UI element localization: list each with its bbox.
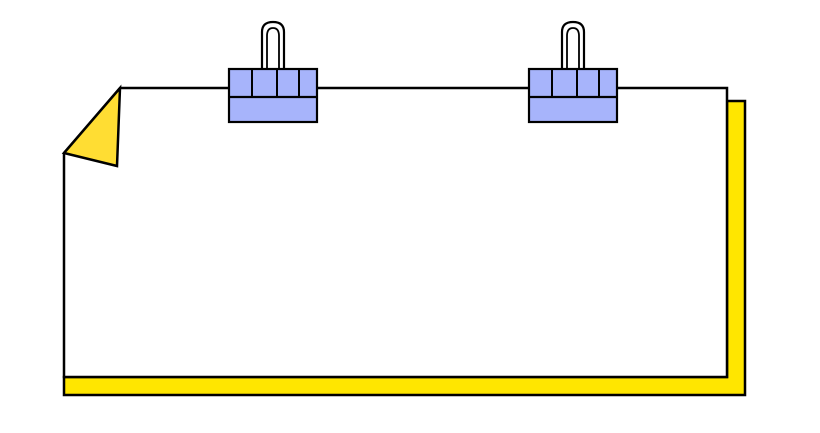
- binder-clip-icon: [527, 20, 619, 124]
- clip-body: [227, 67, 319, 124]
- paper-sheet: [62, 86, 729, 379]
- clip-handle-outer: [560, 20, 586, 69]
- clip-handle-inner: [566, 27, 580, 69]
- folded-corner-icon: [61, 84, 122, 168]
- clip-handle-inner: [266, 27, 280, 69]
- binder-clip-icon: [227, 20, 319, 124]
- clip-handle-outer: [260, 20, 286, 69]
- clip-body: [527, 67, 619, 124]
